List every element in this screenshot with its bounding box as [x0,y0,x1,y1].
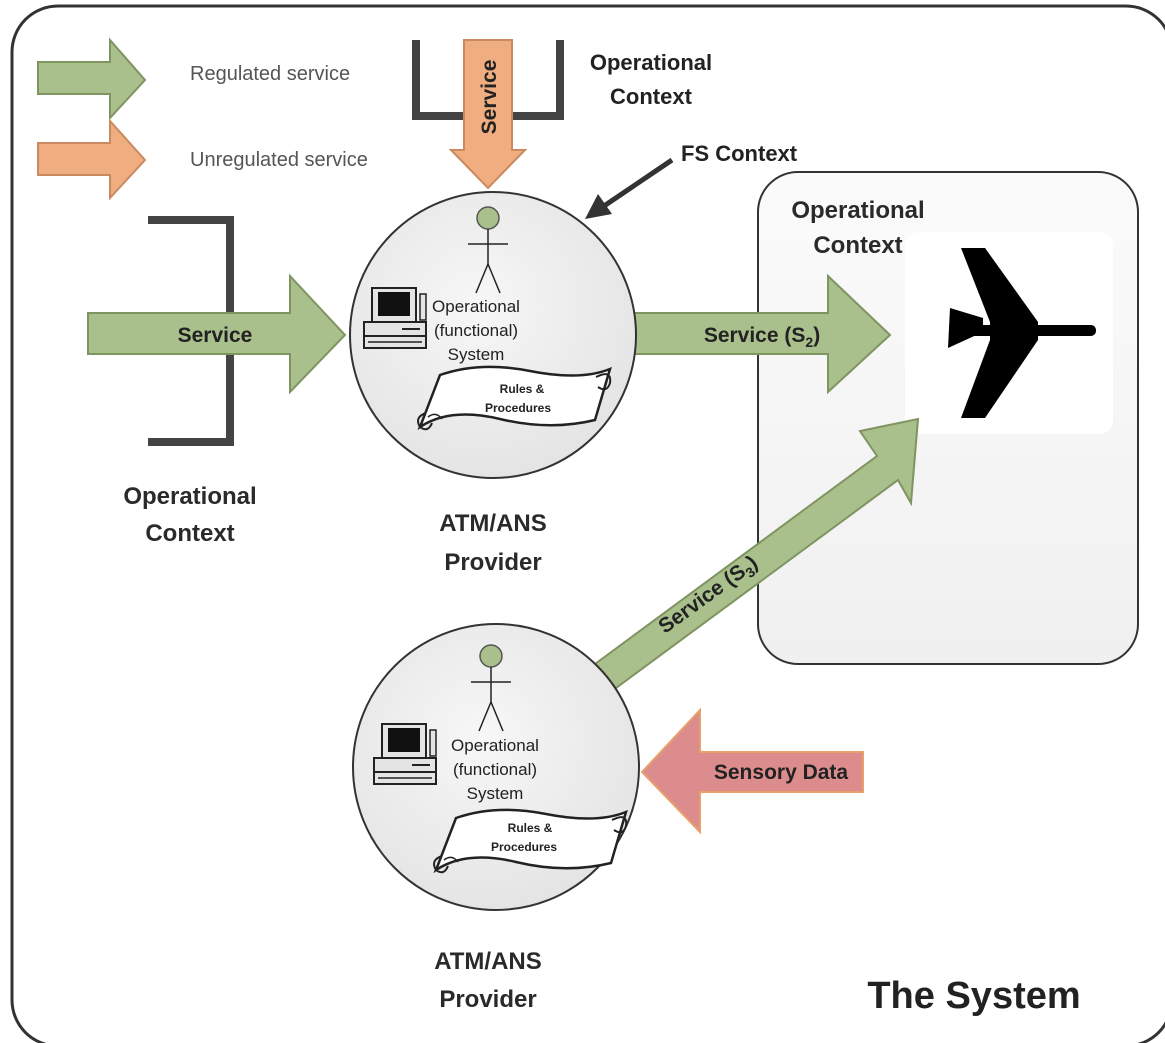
service-s2-label: Service (S2) [704,324,820,350]
service-s2-arrow [629,273,892,395]
provider-bottom-system-line1: Operational [451,736,539,755]
provider-bottom-name-line2: Provider [439,986,536,1013]
unregulated-legend-label: Unregulated service [190,149,368,171]
regulated-legend-arrow [37,37,147,121]
computer-icon [363,287,427,349]
provider-bottom-system-line3: System [467,784,524,803]
provider-top-system-line3: System [448,345,505,364]
computer-icon [373,723,437,785]
system-title: The System [867,975,1080,1017]
fs-context-pointer [602,157,674,209]
sensory-data-arrow [640,707,864,835]
provider-bottom-system-line2: (functional) [453,760,537,779]
fs-context-label: FS Context [681,141,798,166]
sensory-data-label: Sensory Data [714,761,849,784]
top-context-line2: Context [610,84,693,109]
provider-bottom-name-line1: ATM/ANS [434,948,542,975]
fs-context-pointer-head [585,194,612,219]
right-context-line1: Operational [791,197,924,224]
provider-top-system-line1: Operational [432,297,520,316]
left-service-arrow [87,273,347,395]
provider-top-name-line1: ATM/ANS [439,510,547,537]
provider-bottom-rules-line1: Rules & [508,821,553,835]
airplane-icon [948,248,1096,418]
right-context-line2: Context [813,232,902,259]
provider-top: Operational (functional) System Rules & … [349,191,637,479]
service-s3-arrow [593,417,920,690]
left-context-line1: Operational [123,483,256,510]
regulated-legend-label: Regulated service [190,63,350,85]
top-context-line1: Operational [590,50,712,75]
unregulated-legend-arrow [37,118,147,201]
provider-top-name-line2: Provider [444,549,541,576]
provider-top-rules-line2: Procedures [485,401,551,415]
top-service-label: Service [478,60,501,135]
provider-bottom-rules-line2: Procedures [491,840,557,854]
top-service-arrow [448,39,528,190]
left-service-label: Service [178,324,253,347]
provider-bottom: Operational (functional) System Rules & … [352,623,640,911]
left-context-line2: Context [145,520,234,547]
provider-top-system-line2: (functional) [434,321,518,340]
provider-top-rules-line1: Rules & [500,382,545,396]
